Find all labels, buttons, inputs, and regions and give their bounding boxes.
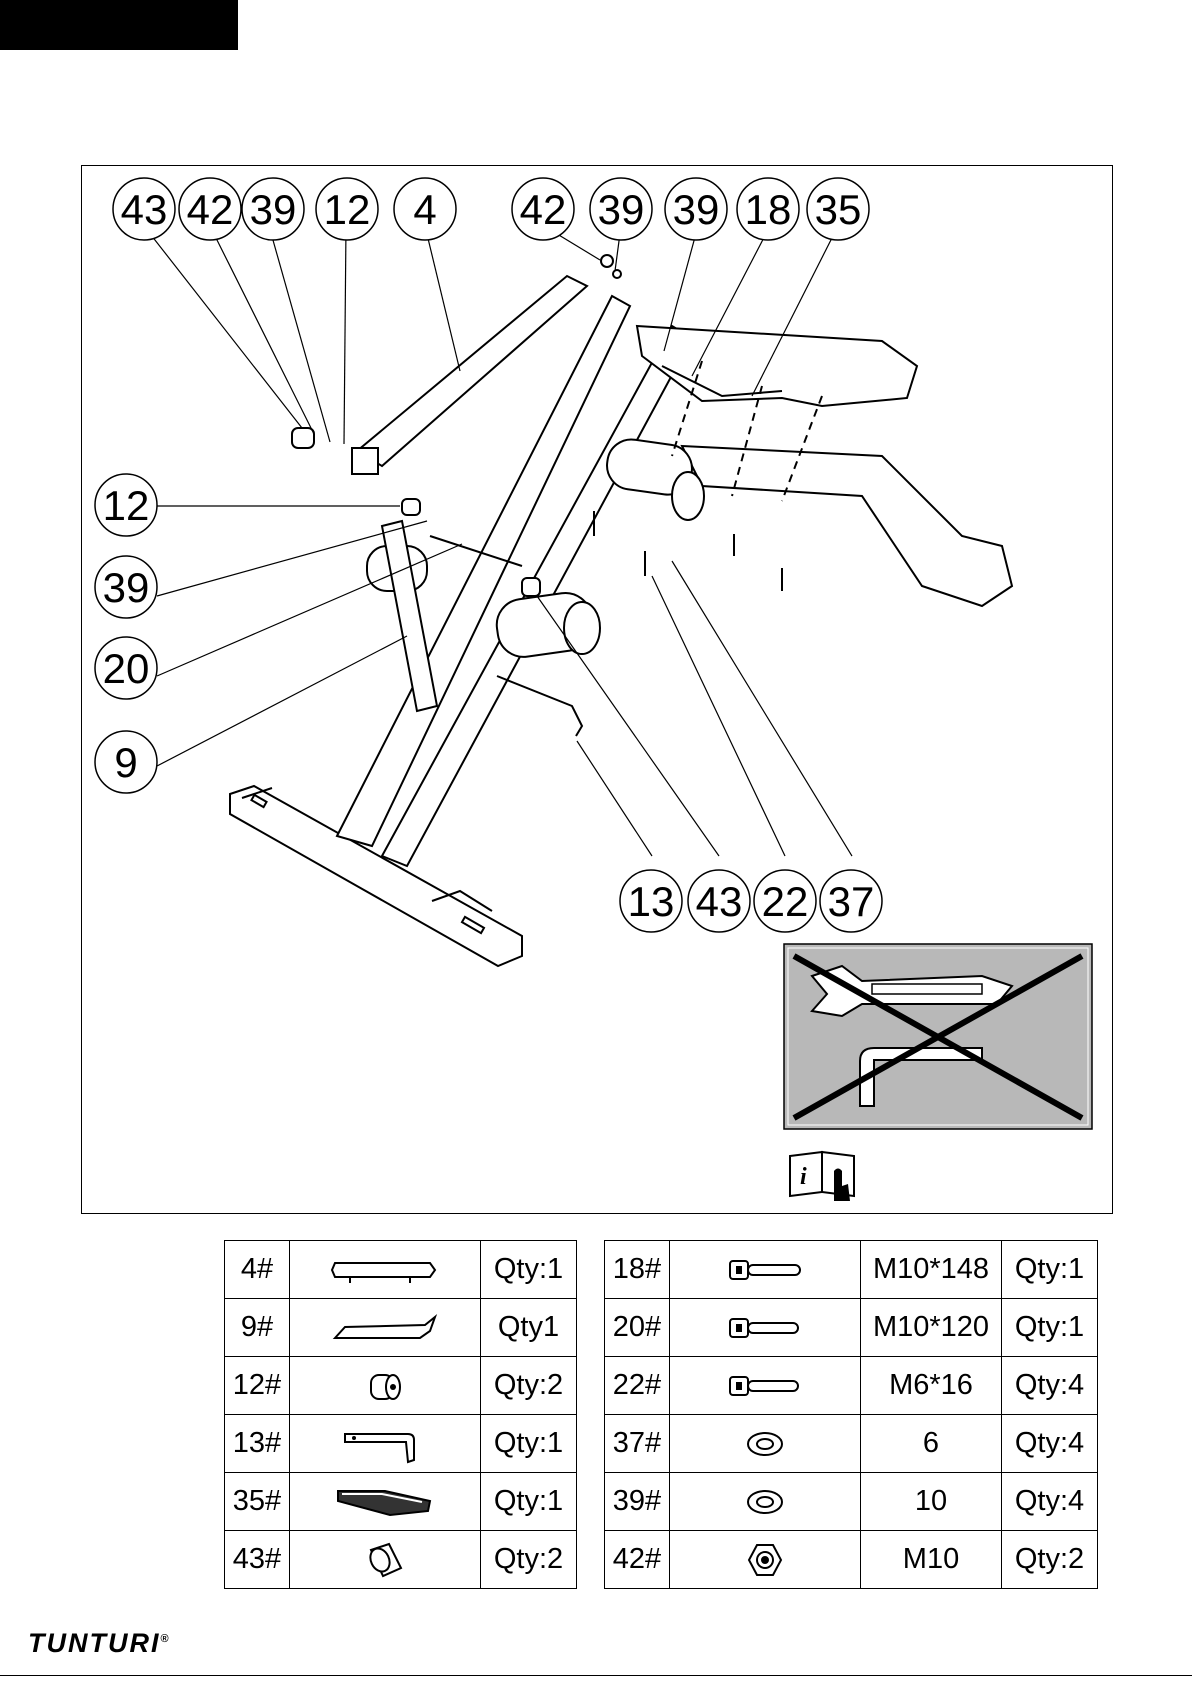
table-row: 20# M10*120 Qty:1 bbox=[605, 1299, 1098, 1357]
part-number: 35# bbox=[225, 1473, 290, 1531]
assembly-diagram: 43 42 39 12 4 42 39 39 18 35 12 39 20 9 … bbox=[81, 165, 1113, 1214]
table-row: 4# Qty:1 bbox=[225, 1241, 577, 1299]
part-number: 39# bbox=[605, 1473, 670, 1531]
support-bar-icon bbox=[290, 1299, 481, 1357]
part-qty: Qty:4 bbox=[1002, 1415, 1098, 1473]
callout-label: 37 bbox=[828, 878, 875, 925]
callout-label: 42 bbox=[520, 186, 567, 233]
part-number: 20# bbox=[605, 1299, 670, 1357]
brand-logo: TUNTURI® bbox=[28, 1628, 169, 1659]
part-qty: Qty:4 bbox=[1002, 1473, 1098, 1531]
part-qty: Qty:2 bbox=[481, 1357, 577, 1415]
part-number: 4# bbox=[225, 1241, 290, 1299]
callout-label: 42 bbox=[187, 186, 234, 233]
callout-label: 12 bbox=[324, 186, 371, 233]
seat-rail bbox=[682, 446, 1012, 606]
callout-label: 43 bbox=[696, 878, 743, 925]
part-number: 18# bbox=[605, 1241, 670, 1299]
part-qty: Qty:2 bbox=[481, 1531, 577, 1589]
main-frame-icon bbox=[290, 1241, 481, 1299]
callout-label: 4 bbox=[413, 186, 436, 233]
pin-13 bbox=[497, 676, 582, 736]
table-row: 12# Qty:2 bbox=[225, 1357, 577, 1415]
callout-label: 39 bbox=[673, 186, 720, 233]
seat-pad-icon bbox=[290, 1473, 481, 1531]
part-qty: Qty:2 bbox=[1002, 1531, 1098, 1589]
callout-label: 43 bbox=[121, 186, 168, 233]
washer-icon bbox=[670, 1415, 861, 1473]
table-row: 39# 10 Qty:4 bbox=[605, 1473, 1098, 1531]
part-spec: M10*148 bbox=[861, 1241, 1002, 1299]
callout-label: 39 bbox=[598, 186, 645, 233]
part-spec: 10 bbox=[861, 1473, 1002, 1531]
part-qty: Qty:1 bbox=[481, 1415, 577, 1473]
part-qty: Qty:1 bbox=[481, 1473, 577, 1531]
part-number: 13# bbox=[225, 1415, 290, 1473]
callout-label: 35 bbox=[815, 186, 862, 233]
callout-label: 39 bbox=[250, 186, 297, 233]
callout-label: 22 bbox=[762, 878, 809, 925]
bolt-icon bbox=[670, 1357, 861, 1415]
part-spec: 6 bbox=[861, 1415, 1002, 1473]
brand-name: TUNTURI bbox=[28, 1628, 160, 1658]
part-number: 37# bbox=[605, 1415, 670, 1473]
part-number: 9# bbox=[225, 1299, 290, 1357]
part-qty: Qty1 bbox=[481, 1299, 577, 1357]
part-number: 42# bbox=[605, 1531, 670, 1589]
part-number: 22# bbox=[605, 1357, 670, 1415]
bolt-icon bbox=[670, 1241, 861, 1299]
callout-label: 18 bbox=[745, 186, 792, 233]
bushing-icon bbox=[290, 1357, 481, 1415]
bolt-icon bbox=[670, 1299, 861, 1357]
assembly-drawing: 43 42 39 12 4 42 39 39 18 35 12 39 20 9 … bbox=[82, 166, 1114, 1215]
pin-icon bbox=[290, 1415, 481, 1473]
part-spec: M6*16 bbox=[861, 1357, 1002, 1415]
part-spec: M10*120 bbox=[861, 1299, 1002, 1357]
section-tab bbox=[0, 0, 238, 50]
svg-text:i: i bbox=[800, 1164, 807, 1190]
part-qty: Qty:1 bbox=[481, 1241, 577, 1299]
table-row: 37# 6 Qty:4 bbox=[605, 1415, 1098, 1473]
callout-label: 13 bbox=[628, 878, 675, 925]
callout-label: 39 bbox=[103, 564, 150, 611]
seat-pad bbox=[637, 326, 917, 406]
washer-icon bbox=[670, 1473, 861, 1531]
table-row: 42# M10 Qty:2 bbox=[605, 1531, 1098, 1589]
part-qty: Qty:1 bbox=[1002, 1299, 1098, 1357]
end-cap-icon bbox=[290, 1531, 481, 1589]
callout-label: 9 bbox=[114, 739, 137, 786]
callout-label: 20 bbox=[103, 645, 150, 692]
table-row: 13# Qty:1 bbox=[225, 1415, 577, 1473]
part-number: 12# bbox=[225, 1357, 290, 1415]
parts-table-right: 18# M10*148 Qty:1 20# M10*120 Qty:1 22# … bbox=[604, 1240, 1098, 1589]
registered-mark: ® bbox=[160, 1633, 168, 1645]
read-manual-info-icon: i bbox=[790, 1152, 854, 1201]
crossed-out-wrench-and-allen-key-icon bbox=[784, 944, 1092, 1129]
table-row: 9# Qty1 bbox=[225, 1299, 577, 1357]
table-row: 18# M10*148 Qty:1 bbox=[605, 1241, 1098, 1299]
part-number: 43# bbox=[225, 1531, 290, 1589]
part-spec: M10 bbox=[861, 1531, 1002, 1589]
parts-table-left: 4# Qty:1 9# Qty1 12# Qty:2 13# Qty:1 bbox=[224, 1240, 577, 1589]
part-qty: Qty:1 bbox=[1002, 1241, 1098, 1299]
table-row: 35# Qty:1 bbox=[225, 1473, 577, 1531]
part-qty: Qty:4 bbox=[1002, 1357, 1098, 1415]
footer-divider bbox=[0, 1675, 1192, 1676]
lock-nut-icon bbox=[670, 1531, 861, 1589]
callout-label: 12 bbox=[103, 482, 150, 529]
table-row: 22# M6*16 Qty:4 bbox=[605, 1357, 1098, 1415]
table-row: 43# Qty:2 bbox=[225, 1531, 577, 1589]
